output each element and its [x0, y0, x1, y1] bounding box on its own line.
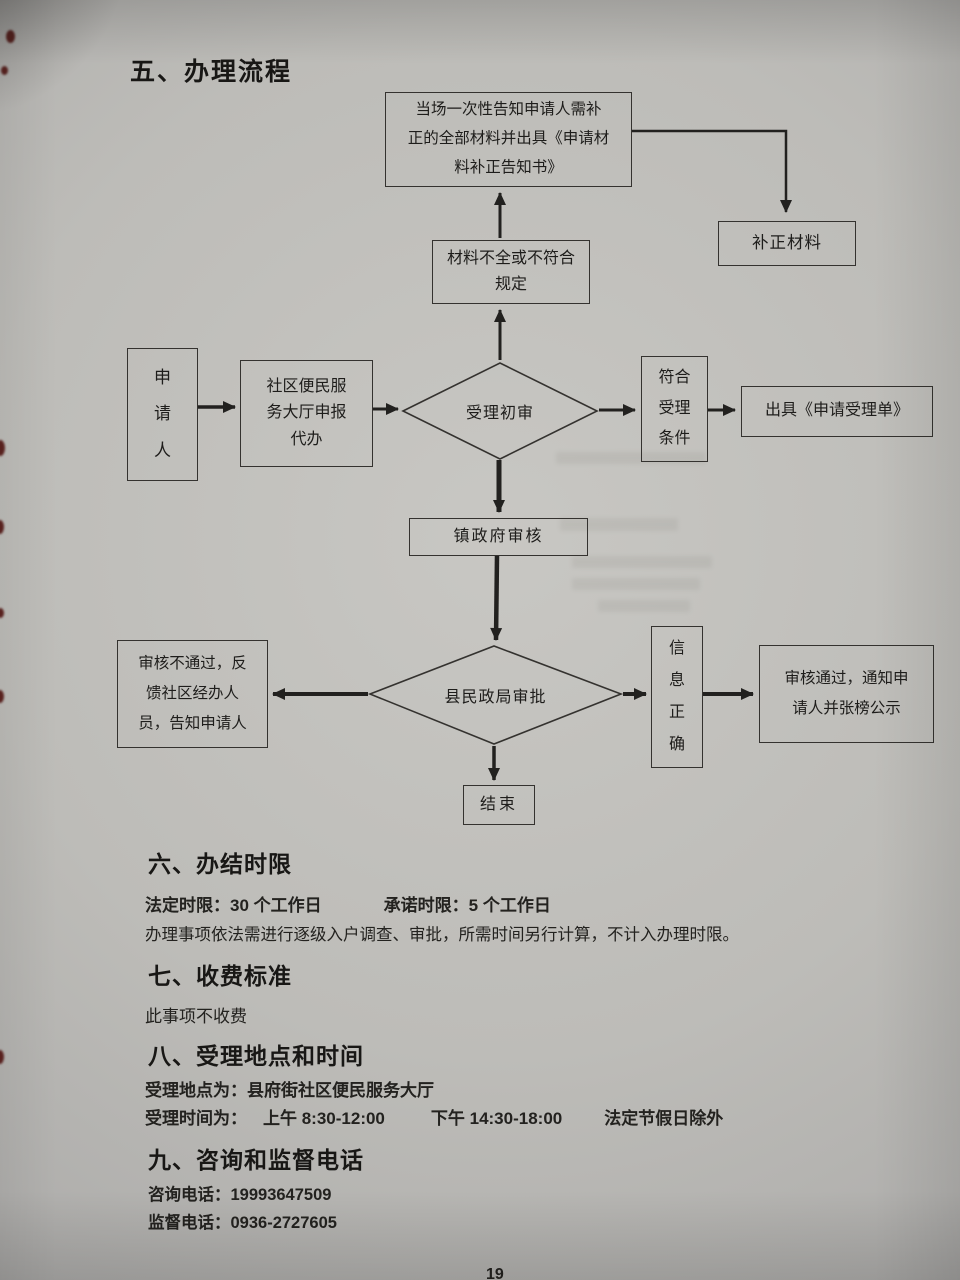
arrow-town-review-to-county-approval [490, 554, 503, 641]
bleedthrough-text-smudge [598, 600, 690, 612]
flow-box-supplement-notice: 当场一次性告知申请人需补 正的全部材料并出具《申请材 料补正告知书》 [385, 92, 632, 187]
arrow-notice-to-supplement [632, 129, 792, 213]
flow-box-qualify-conditions: 符合 受理 条件 [641, 356, 708, 462]
diamond-county-approval-label: 县民政局审批 [444, 689, 547, 706]
section7-fee-note: 此事项不收费 [145, 1007, 247, 1026]
flow-box-town-government-review: 镇政府审核 [409, 518, 588, 556]
section8-title: 八、受理地点和时间 [148, 1043, 364, 1069]
bleedthrough-text-smudge [572, 578, 700, 590]
hours-morning: 上午 8:30-12:00 [263, 1109, 385, 1128]
diamond-initial-review-label: 受理初审 [465, 405, 534, 422]
section6-note: 办理事项依法需进行逐级入户调查、审批，所需时间另行计算，不计入办理时限。 [145, 926, 739, 944]
red-ink-mark [0, 520, 4, 534]
diamond-initial-review-shape [401, 362, 599, 460]
red-ink-mark [1, 66, 8, 75]
flow-box-review-failed: 审核不通过，反 馈社区经办人 员，告知申请人 [117, 640, 268, 748]
red-ink-mark [6, 30, 15, 43]
flow-box-info-correct: 信 息 正 确 [651, 626, 703, 768]
supervision-phone: 监督电话：0936-2727605 [148, 1214, 337, 1232]
flow-box-materials-incomplete: 材料不全或不符合 规定 [432, 240, 590, 304]
section8-hours: 受理时间为： 上午 8:30-12:00 下午 14:30-18:00 法定节假… [145, 1104, 723, 1129]
red-ink-mark [0, 440, 5, 456]
flow-box-issue-acceptance-form: 出具《申请受理单》 [741, 386, 933, 437]
red-ink-mark [0, 1050, 4, 1064]
hours-afternoon: 下午 14:30-18:00 [430, 1109, 563, 1128]
statutory-time-limit: 法定时限：30 个工作日 [145, 896, 322, 915]
red-ink-mark [0, 690, 4, 703]
section5-title: 五、办理流程 [130, 58, 293, 86]
section6-title: 六、办结时限 [148, 851, 292, 877]
promised-time-limit: 承诺时限：5 个工作日 [383, 896, 551, 915]
bleedthrough-text-smudge [560, 518, 678, 531]
flow-box-supplement-materials: 补正材料 [718, 221, 856, 266]
consultation-phone: 咨询电话：19993647509 [148, 1186, 332, 1204]
flow-box-applicant: 申 请 人 [127, 348, 198, 481]
section6-time-limits: 法定时限：30 个工作日 承诺时限：5 个工作日 [145, 891, 551, 916]
section9-title: 九、咨询和监督电话 [148, 1147, 364, 1173]
hours-holiday-note: 法定节假日除外 [604, 1109, 724, 1128]
hours-label: 受理时间为： [145, 1109, 247, 1128]
flow-box-review-passed: 审核通过，通知申 请人并张榜公示 [759, 645, 934, 743]
flow-box-community-service-hall: 社区便民服 务大厅申报 代办 [240, 360, 373, 467]
section7-title: 七、收费标准 [148, 963, 292, 989]
page-number: 19 [486, 1266, 504, 1280]
section8-location: 受理地点为：县府街社区便民服务大厅 [145, 1081, 434, 1100]
red-ink-mark [0, 608, 4, 618]
diamond-county-approval-shape [367, 645, 624, 745]
bleedthrough-text-smudge [572, 556, 712, 568]
flow-box-end: 结束 [463, 785, 535, 825]
